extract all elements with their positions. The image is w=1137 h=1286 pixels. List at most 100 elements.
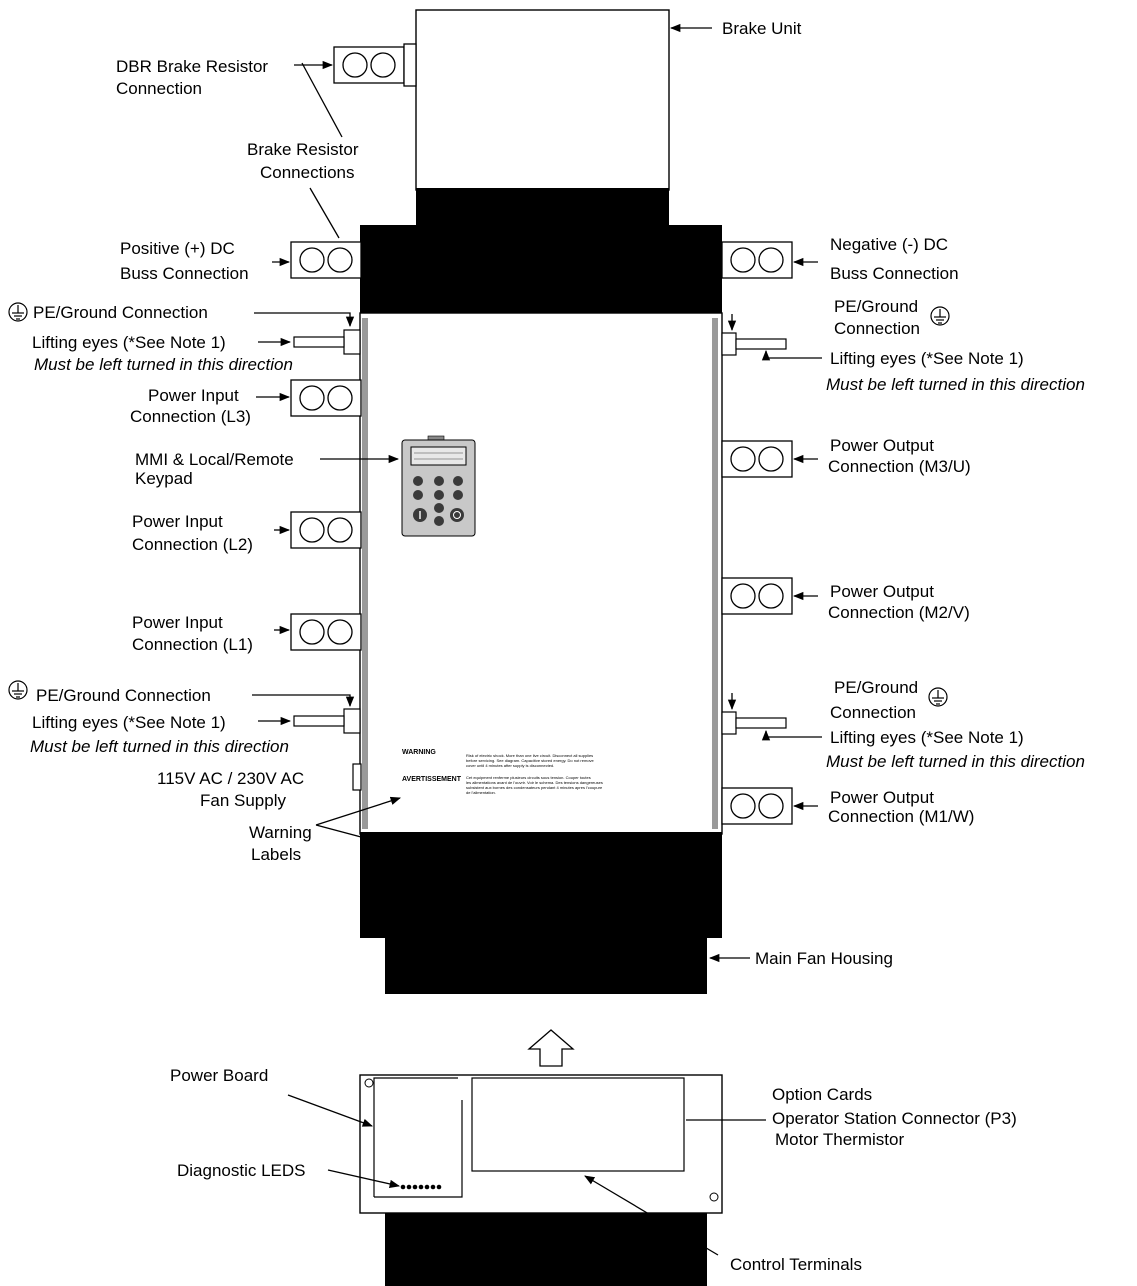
label-lifting-eyes: Lifting eyes (*See Note 1) [32, 713, 226, 732]
label-lifting-eyes: Lifting eyes (*See Note 1) [830, 728, 1024, 747]
pos-dc-terminal [290, 241, 362, 279]
fan-supply-connector [352, 763, 362, 791]
mount-hole-icon [364, 1078, 374, 1088]
label-mmi: Keypad [135, 469, 193, 488]
label-power-output: Power Output [830, 582, 934, 601]
label-diag-leds: Diagnostic LEDS [177, 1161, 306, 1180]
label-connection: Connection [830, 703, 916, 722]
label-fan-supply: 115V AC / 230V AC [157, 769, 304, 788]
right-side-stripe [712, 318, 718, 829]
label-dbr: DBR Brake Resistor [116, 57, 268, 76]
label-dbr: Connection [116, 79, 202, 98]
label-lifting-eyes: Lifting eyes (*See Note 1) [830, 349, 1024, 368]
dbr-terminal-tab [403, 43, 417, 87]
dbr-terminal [333, 46, 405, 84]
ground-icon [8, 680, 28, 700]
label-pos-dc: Positive (+) DC [120, 239, 235, 258]
label-warning-labels: Warning [249, 823, 312, 842]
svg-text:Risk of electric shock. More t: Risk of electric shock. More than one li… [466, 753, 593, 758]
ground-icon [928, 687, 948, 707]
label-op-station: Operator Station Connector (P3) [772, 1109, 1017, 1128]
label-conn-m1: Connection (M1/W) [828, 807, 974, 826]
lifting-eye-right-bottom-bracket [721, 711, 737, 735]
mmi-keypad [401, 435, 476, 537]
m3-terminal [721, 440, 793, 478]
l3-terminal [290, 379, 362, 417]
label-pe-ground: PE/Ground Connection [33, 303, 208, 322]
diagnostic-leds [400, 1184, 442, 1190]
lifting-eye-left-top [293, 336, 345, 348]
svg-text:AVERTISSEMENT: AVERTISSEMENT [402, 776, 462, 783]
label-power-output: Power Output [830, 436, 934, 455]
label-neg-dc: Buss Connection [830, 264, 959, 283]
svg-text:Cet equipment renferme plusieu: Cet equipment renferme plusieurs circuit… [466, 775, 591, 780]
label-conn-m2: Connection (M2/V) [828, 603, 970, 622]
brake-unit-lower [416, 188, 669, 228]
brake-unit-box [415, 9, 670, 191]
label-power-board: Power Board [170, 1066, 268, 1085]
lifting-eye-right-top-bracket [721, 332, 737, 356]
label-brake-resistor: Connections [260, 163, 355, 182]
svg-text:les alimentations avant de l'o: les alimentations avant de l'ouvrir. Voi… [466, 780, 603, 785]
label-must-left: Must be left turned in this direction [34, 355, 293, 374]
label-lifting-eyes: Lifting eyes (*See Note 1) [32, 333, 226, 352]
label-conn-l3: Connection (L3) [130, 407, 251, 426]
l2-terminal [290, 511, 362, 549]
m2-terminal [721, 577, 793, 615]
warning-label: WARNING AVERTISSEMENT Risk of electric s… [402, 749, 603, 795]
label-must-left: Must be left turned in this direction [826, 752, 1085, 771]
label-brake-resistor: Brake Resistor [247, 140, 359, 159]
svg-text:cover until 4 minutes after su: cover until 4 minutes after supply is di… [466, 763, 554, 768]
label-brake-unit: Brake Unit [722, 19, 802, 38]
lifting-eye-left-bottom [293, 715, 345, 727]
svg-text:de l'alimentation.: de l'alimentation. [466, 790, 496, 795]
main-fan-housing [385, 936, 707, 994]
svg-text:WARNING: WARNING [402, 749, 436, 756]
label-power-input: Power Input [148, 386, 239, 405]
label-pe-ground: PE/Ground [834, 297, 918, 316]
label-pe-ground: PE/Ground Connection [36, 686, 211, 705]
label-mmi: MMI & Local/Remote [135, 450, 294, 469]
label-control-terminals: Control Terminals [730, 1255, 862, 1274]
option-card-area [471, 1077, 685, 1172]
leader-lines [252, 23, 822, 1256]
label-option-cards: Option Cards [772, 1085, 872, 1104]
power-board [373, 1077, 463, 1198]
label-must-left: Must be left turned in this direction [30, 737, 289, 756]
power-board-black-base [385, 1212, 707, 1286]
label-main-fan: Main Fan Housing [755, 949, 893, 968]
label-fan-supply: Fan Supply [200, 791, 286, 810]
top-housing [360, 225, 722, 315]
label-power-input: Power Input [132, 512, 223, 531]
label-neg-dc: Negative (-) DC [830, 235, 948, 254]
label-power-output: Power Output [830, 788, 934, 807]
lifting-eye-right-bottom [735, 717, 787, 729]
label-must-left: Must be left turned in this direction [826, 375, 1085, 394]
up-arrow-icon [527, 1029, 575, 1067]
ground-icon [930, 306, 950, 326]
label-connection: Connection [834, 319, 920, 338]
m1-terminal [721, 787, 793, 825]
svg-text:subsistent aux bornes des cond: subsistent aux bornes des condensateurs … [466, 785, 603, 790]
label-pe-ground: PE/Ground [834, 678, 918, 697]
lifting-eye-right-top [735, 338, 787, 350]
label-pos-dc: Buss Connection [120, 264, 249, 283]
label-power-input: Power Input [132, 613, 223, 632]
label-conn-m3: Connection (M3/U) [828, 457, 971, 476]
lifting-eye-left-top-bracket [343, 329, 361, 355]
svg-text:before servicing. See diagram.: before servicing. See diagram. Capacitiv… [466, 758, 595, 763]
lifting-eye-left-bottom-bracket [343, 708, 361, 734]
left-side-stripe [362, 318, 368, 829]
l1-terminal [290, 613, 362, 651]
label-motor-thermistor: Motor Thermistor [775, 1130, 904, 1149]
label-conn-l2: Connection (L2) [132, 535, 253, 554]
label-warning-labels: Labels [251, 845, 301, 864]
drive-body [359, 312, 723, 835]
neg-dc-terminal [721, 241, 793, 279]
mount-hole-icon [709, 1192, 719, 1202]
label-conn-l1: Connection (L1) [132, 635, 253, 654]
bottom-housing [360, 832, 722, 938]
ground-icon [8, 302, 28, 322]
